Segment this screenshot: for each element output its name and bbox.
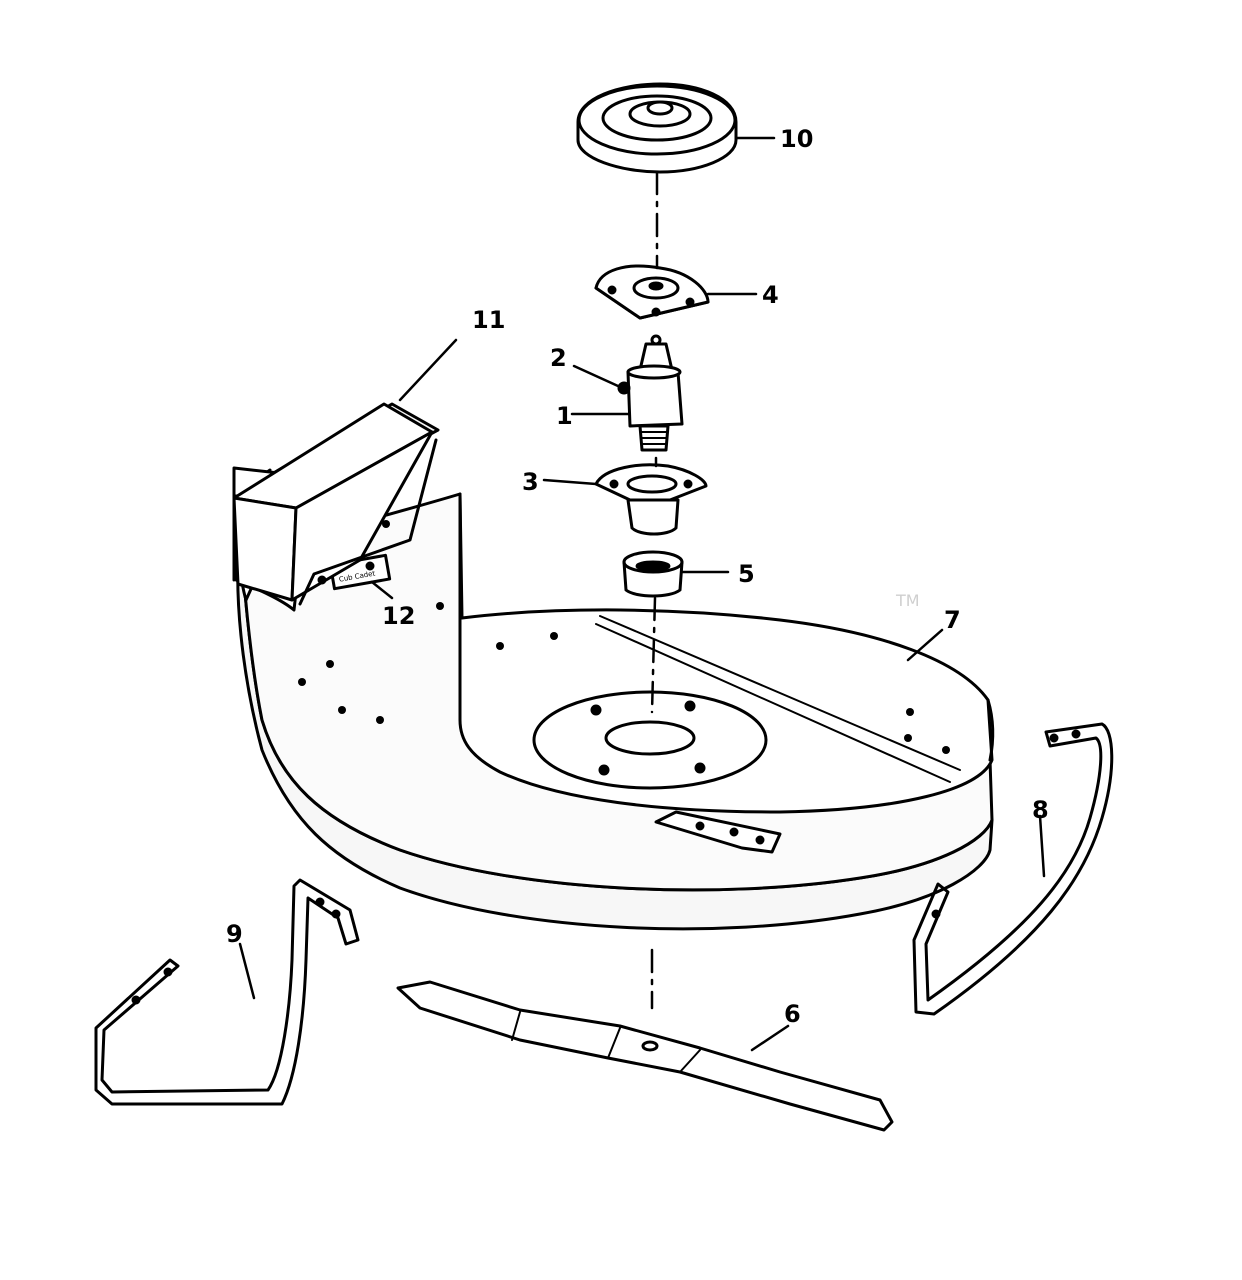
leader-7 xyxy=(906,628,944,662)
callout-8: 8 xyxy=(1032,796,1049,824)
callout-7: 7 xyxy=(944,606,961,634)
support-bracket-right xyxy=(912,722,1114,1016)
pulley xyxy=(576,82,738,174)
leader-11 xyxy=(398,338,458,402)
support-bracket-left xyxy=(94,878,360,1106)
callout-10: 10 xyxy=(780,125,813,153)
mower-deck-housing xyxy=(236,492,995,931)
grease-fitting xyxy=(617,381,631,395)
leader-8 xyxy=(1038,814,1046,878)
callout-3: 3 xyxy=(522,468,539,496)
callout-12: 12 xyxy=(382,602,415,630)
callout-9: 9 xyxy=(226,920,243,948)
watermark-trademark: TM xyxy=(895,591,920,610)
leader-3 xyxy=(542,478,598,486)
discharge-chute xyxy=(232,402,440,612)
bearing-housing-top xyxy=(594,264,710,320)
mower-blade xyxy=(396,980,894,1132)
callout-5: 5 xyxy=(738,560,755,588)
leader-12 xyxy=(370,580,394,600)
leader-6 xyxy=(750,1024,790,1052)
callout-6: 6 xyxy=(784,1000,801,1028)
callout-2: 2 xyxy=(550,344,567,372)
leader-9 xyxy=(238,942,256,1000)
bearing-housing-bottom xyxy=(594,463,708,536)
callout-1: 1 xyxy=(556,402,573,430)
callout-4: 4 xyxy=(762,281,779,309)
leader-2 xyxy=(572,364,620,388)
bearing-cup xyxy=(622,550,684,598)
spindle xyxy=(626,334,684,452)
callout-11: 11 xyxy=(472,306,505,334)
